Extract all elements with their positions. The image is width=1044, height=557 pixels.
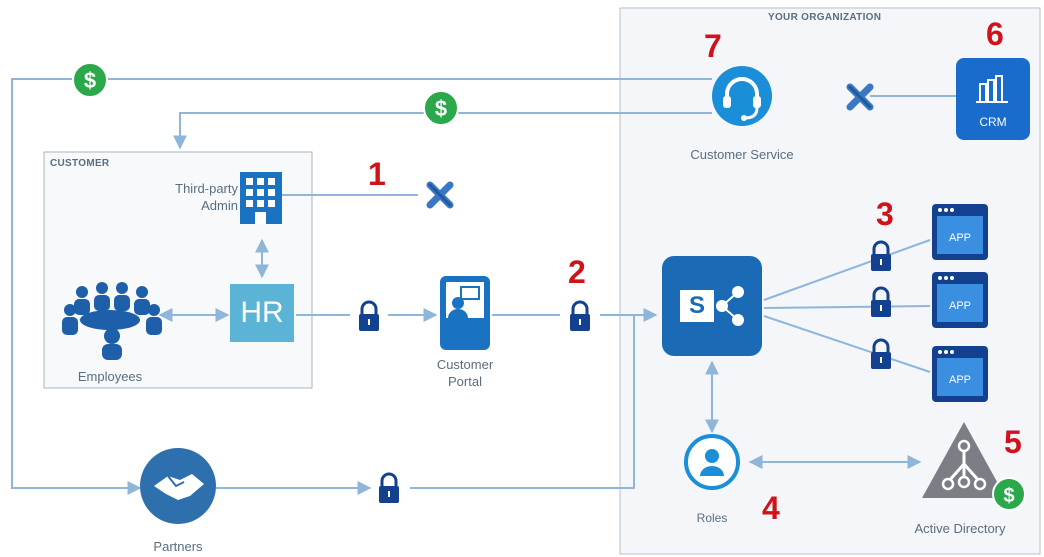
hr-label: HR bbox=[240, 296, 284, 329]
marker-4: 4 bbox=[762, 490, 780, 526]
lock-icon bbox=[568, 300, 592, 333]
partners-label: Partners bbox=[153, 539, 203, 554]
customer-service-label: Customer Service bbox=[690, 147, 794, 162]
roles-label: Roles bbox=[696, 511, 728, 525]
hr-box bbox=[230, 284, 294, 342]
roles-icon bbox=[684, 434, 740, 490]
dollar-symbol: $ bbox=[435, 96, 447, 121]
employees-icon bbox=[62, 282, 162, 360]
sp-app2-line bbox=[763, 305, 931, 309]
app-window-icon bbox=[932, 204, 988, 260]
sp-app1-line bbox=[763, 239, 931, 301]
crm-label: CRM bbox=[979, 115, 1007, 129]
app-label: APP bbox=[948, 374, 971, 386]
employees-label: Employees bbox=[77, 369, 143, 384]
lock-icon bbox=[357, 300, 381, 333]
dollar-symbol: $ bbox=[84, 68, 96, 93]
headset-icon bbox=[712, 66, 772, 126]
lock-to-sharepoint-bottom-line bbox=[410, 315, 635, 489]
customer-service-to-left-line bbox=[11, 78, 712, 495]
marker-7: 7 bbox=[704, 28, 722, 64]
dollar-icon: $ bbox=[992, 477, 1026, 511]
connector-lines bbox=[11, 78, 956, 495]
crm-icon bbox=[956, 58, 1030, 140]
customer-portal-icon bbox=[440, 276, 490, 350]
dollar-icon: $ bbox=[72, 62, 108, 98]
handshake-icon bbox=[140, 448, 216, 524]
active-directory-label: Active Directory bbox=[914, 521, 1006, 536]
building-icon bbox=[240, 172, 282, 224]
sharepoint-icon bbox=[662, 256, 762, 356]
app-label: APP bbox=[948, 232, 971, 244]
marker-6: 6 bbox=[986, 16, 1004, 52]
app-window-icon bbox=[932, 272, 988, 328]
organization-title: YOUR ORGANIZATION bbox=[768, 12, 882, 23]
sp-app3-line bbox=[763, 315, 931, 373]
third-party-admin-label: Third-party Admin bbox=[175, 181, 238, 213]
lock-icon bbox=[377, 472, 401, 505]
app-window-icon bbox=[932, 346, 988, 402]
dollar-symbol: $ bbox=[1003, 485, 1014, 507]
marker-2: 2 bbox=[568, 254, 586, 290]
marker-1: 1 bbox=[368, 156, 386, 192]
marker-3: 3 bbox=[876, 196, 894, 232]
blocked-x-icon bbox=[430, 185, 450, 205]
customer-service-to-customer-line bbox=[173, 112, 712, 150]
marker-5: 5 bbox=[1004, 424, 1022, 460]
customer-title: CUSTOMER bbox=[50, 158, 110, 169]
sharepoint-letter: S bbox=[688, 292, 705, 319]
active-directory-icon bbox=[922, 422, 1006, 498]
dollar-icon: $ bbox=[423, 90, 459, 126]
app-label: APP bbox=[948, 300, 971, 312]
customer-portal-label: Customer Portal bbox=[436, 357, 494, 389]
